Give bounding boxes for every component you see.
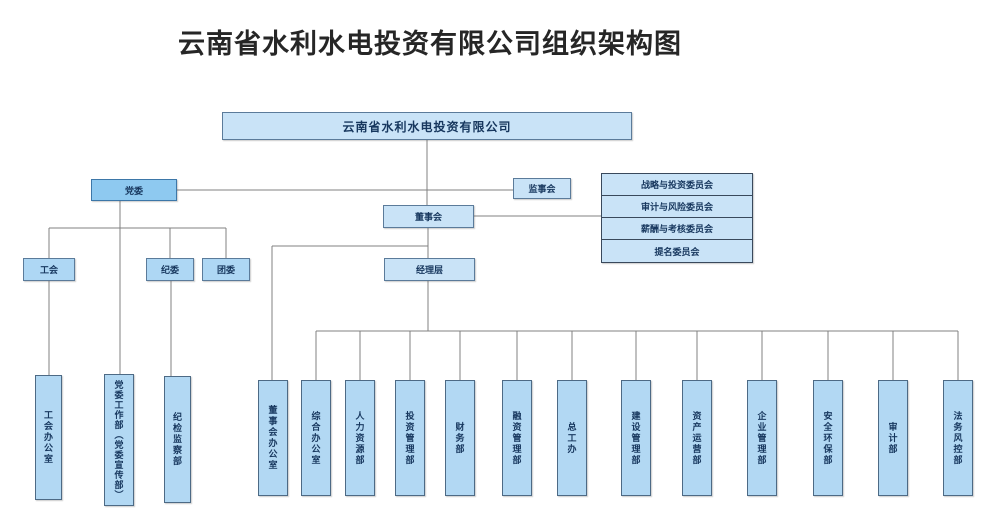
dept-board-office: 董事会办公室 — [258, 380, 288, 496]
party-dept-union-office: 工会办公室 — [35, 375, 62, 500]
dept-financing-management: 融资管理部 — [502, 380, 532, 496]
dept-asset-operations: 资产运营部 — [682, 380, 712, 496]
dept-safety-environment: 安全环保部 — [813, 380, 843, 496]
node-labor-union: 工会 — [23, 258, 75, 281]
dept-audit: 审计部 — [878, 380, 908, 496]
committee-strategy-investment: 战略与投资委员会 — [602, 174, 752, 196]
dept-human-resources: 人力资源部 — [345, 380, 375, 496]
party-dept-work-propaganda: 党委工作部（党委宣传部） — [104, 374, 134, 506]
dept-legal-risk-control: 法务风控部 — [943, 380, 973, 496]
dept-finance: 财务部 — [445, 380, 475, 496]
committee-audit-risk: 审计与风险委员会 — [602, 196, 752, 218]
node-party-committee: 党委 — [91, 179, 177, 201]
party-dept-discipline-supervision: 纪检监察部 — [164, 376, 191, 503]
node-youth-league: 团委 — [202, 258, 250, 281]
node-supervisory-board: 监事会 — [513, 178, 571, 199]
node-management: 经理层 — [384, 258, 475, 281]
dept-chief-engineer-office: 总工办 — [557, 380, 587, 496]
dept-investment-management: 投资管理部 — [395, 380, 425, 496]
node-board-of-directors: 董事会 — [383, 205, 474, 228]
dept-general-office: 综合办公室 — [301, 380, 331, 496]
dept-construction-management: 建设管理部 — [621, 380, 651, 496]
board-committees-stack: 战略与投资委员会 审计与风险委员会 薪酬与考核委员会 提名委员会 — [601, 173, 753, 263]
node-discipline-committee: 纪委 — [146, 258, 194, 281]
dept-enterprise-management: 企业管理部 — [747, 380, 777, 496]
committee-remuneration-assessment: 薪酬与考核委员会 — [602, 218, 752, 240]
committee-nomination: 提名委员会 — [602, 240, 752, 262]
chart-title: 云南省水利水电投资有限公司组织架构图 — [178, 29, 682, 59]
node-company: 云南省水利水电投资有限公司 — [222, 112, 632, 140]
